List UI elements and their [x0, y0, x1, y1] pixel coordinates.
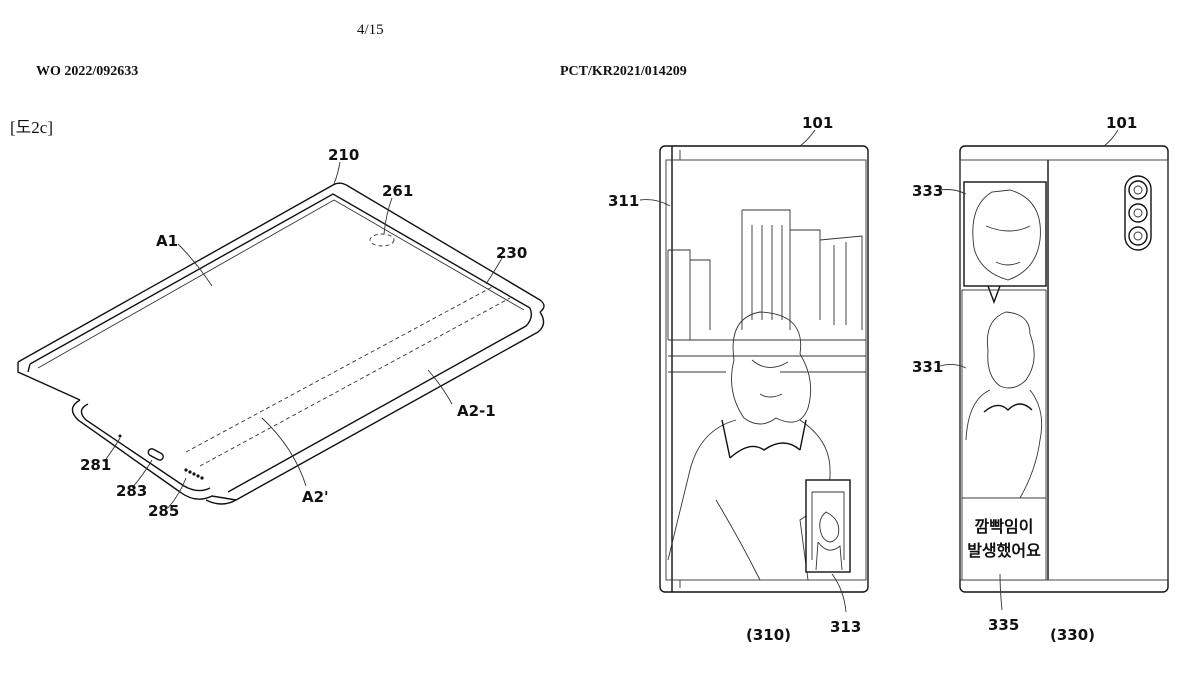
woman-figure-small: [965, 311, 1043, 499]
ref-311: 311: [608, 192, 639, 210]
publication-number: WO 2022/092633: [36, 64, 139, 79]
caption-310: (310): [746, 626, 791, 644]
ref-a2-prime: A2': [302, 488, 329, 506]
blink-message-line1: 깜빡임이: [975, 517, 1034, 536]
ref-a2-1: A2-1: [457, 402, 496, 420]
ref-333: 333: [912, 182, 943, 200]
ref-285: 285: [148, 502, 179, 520]
ref-210: 210: [328, 146, 359, 164]
page-number: 4/15: [357, 22, 384, 38]
phone-310: 101 311 313 (310): [608, 114, 869, 644]
ref-101-left: 101: [802, 114, 833, 132]
ref-101-right: 101: [1106, 114, 1137, 132]
ref-a1: A1: [156, 232, 178, 250]
camera-module: [1124, 175, 1152, 251]
speaker-holes: [184, 468, 204, 480]
city-skyline: [667, 209, 866, 373]
ref-335: 335: [988, 616, 1019, 634]
rollable-device-perspective: 210 261 A1 230 A2-1 281 283 285 A2': [17, 146, 545, 520]
figure-label: [도2c]: [10, 118, 54, 137]
blink-message-line2: 발생했어요: [967, 541, 1041, 560]
woman-figure: [667, 311, 831, 581]
ref-230: 230: [496, 244, 527, 262]
ref-281: 281: [80, 456, 111, 474]
ref-331: 331: [912, 358, 943, 376]
ref-313: 313: [830, 618, 861, 636]
application-number: PCT/KR2021/014209: [560, 64, 687, 79]
ref-283: 283: [116, 482, 147, 500]
caption-330: (330): [1050, 626, 1095, 644]
phone-330: 깜빡임이 발생했어요 101 333 331 335 (330): [912, 114, 1169, 644]
zoomed-face: [972, 189, 1041, 281]
ref-261: 261: [382, 182, 413, 200]
